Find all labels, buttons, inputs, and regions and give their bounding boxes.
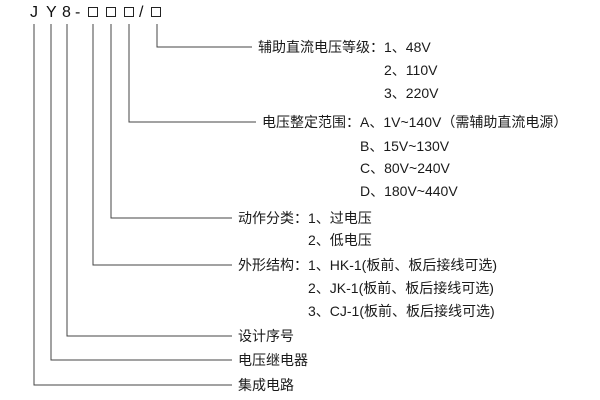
callout-action-class-title: 动作分类：1、过电压	[238, 210, 372, 226]
callout-action-class-item: 2、低电压	[308, 232, 372, 248]
model-letter-j: J	[30, 4, 38, 21]
callout-voltage-range-item: D、180V~440V	[360, 183, 458, 199]
model-box-range	[124, 7, 134, 17]
callout-voltage-range-item: C、80V~240V	[360, 160, 450, 176]
model-dash: -	[75, 4, 81, 21]
callout-shape-structure-item: 2、JK-1(板前、板后接线可选)	[308, 280, 494, 296]
model-letter-y: Y	[46, 4, 57, 21]
connector-voltage-range	[128, 24, 256, 123]
callout-aux-dc-voltage-title: 辅助直流电压等级：1、48V	[258, 39, 431, 55]
callout-voltage-relay: 电压继电器	[238, 352, 308, 368]
model-slash: /	[139, 4, 144, 21]
model-box-aux-voltage	[151, 7, 161, 17]
connector-design-serial	[66, 24, 232, 337]
callout-aux-dc-voltage-item: 3、220V	[384, 85, 439, 101]
callout-shape-structure-item: 3、CJ-1(板前、板后接线可选)	[308, 303, 495, 319]
model-digit-8: 8	[62, 4, 71, 21]
connector-shape-structure	[92, 24, 232, 266]
callout-aux-dc-voltage-item: 2、110V	[384, 62, 438, 78]
model-box-action	[106, 7, 116, 17]
connector-action-class	[110, 24, 232, 219]
connector-aux-dc-voltage	[156, 24, 252, 48]
connector-voltage-relay	[50, 24, 232, 361]
callout-integrated-circuit: 集成电路	[238, 377, 294, 393]
model-box-structure	[88, 7, 98, 17]
callout-design-serial: 设计序号	[238, 328, 294, 344]
callout-voltage-range-title: 电压整定范围：A、1V~140V（需辅助直流电源）	[262, 114, 568, 130]
callout-shape-structure-title: 外形结构：1、HK-1(板前、板后接线可选)	[238, 257, 498, 273]
callout-voltage-range-item: B、15V~130V	[360, 138, 450, 154]
connector-integrated-circuit	[33, 24, 232, 386]
